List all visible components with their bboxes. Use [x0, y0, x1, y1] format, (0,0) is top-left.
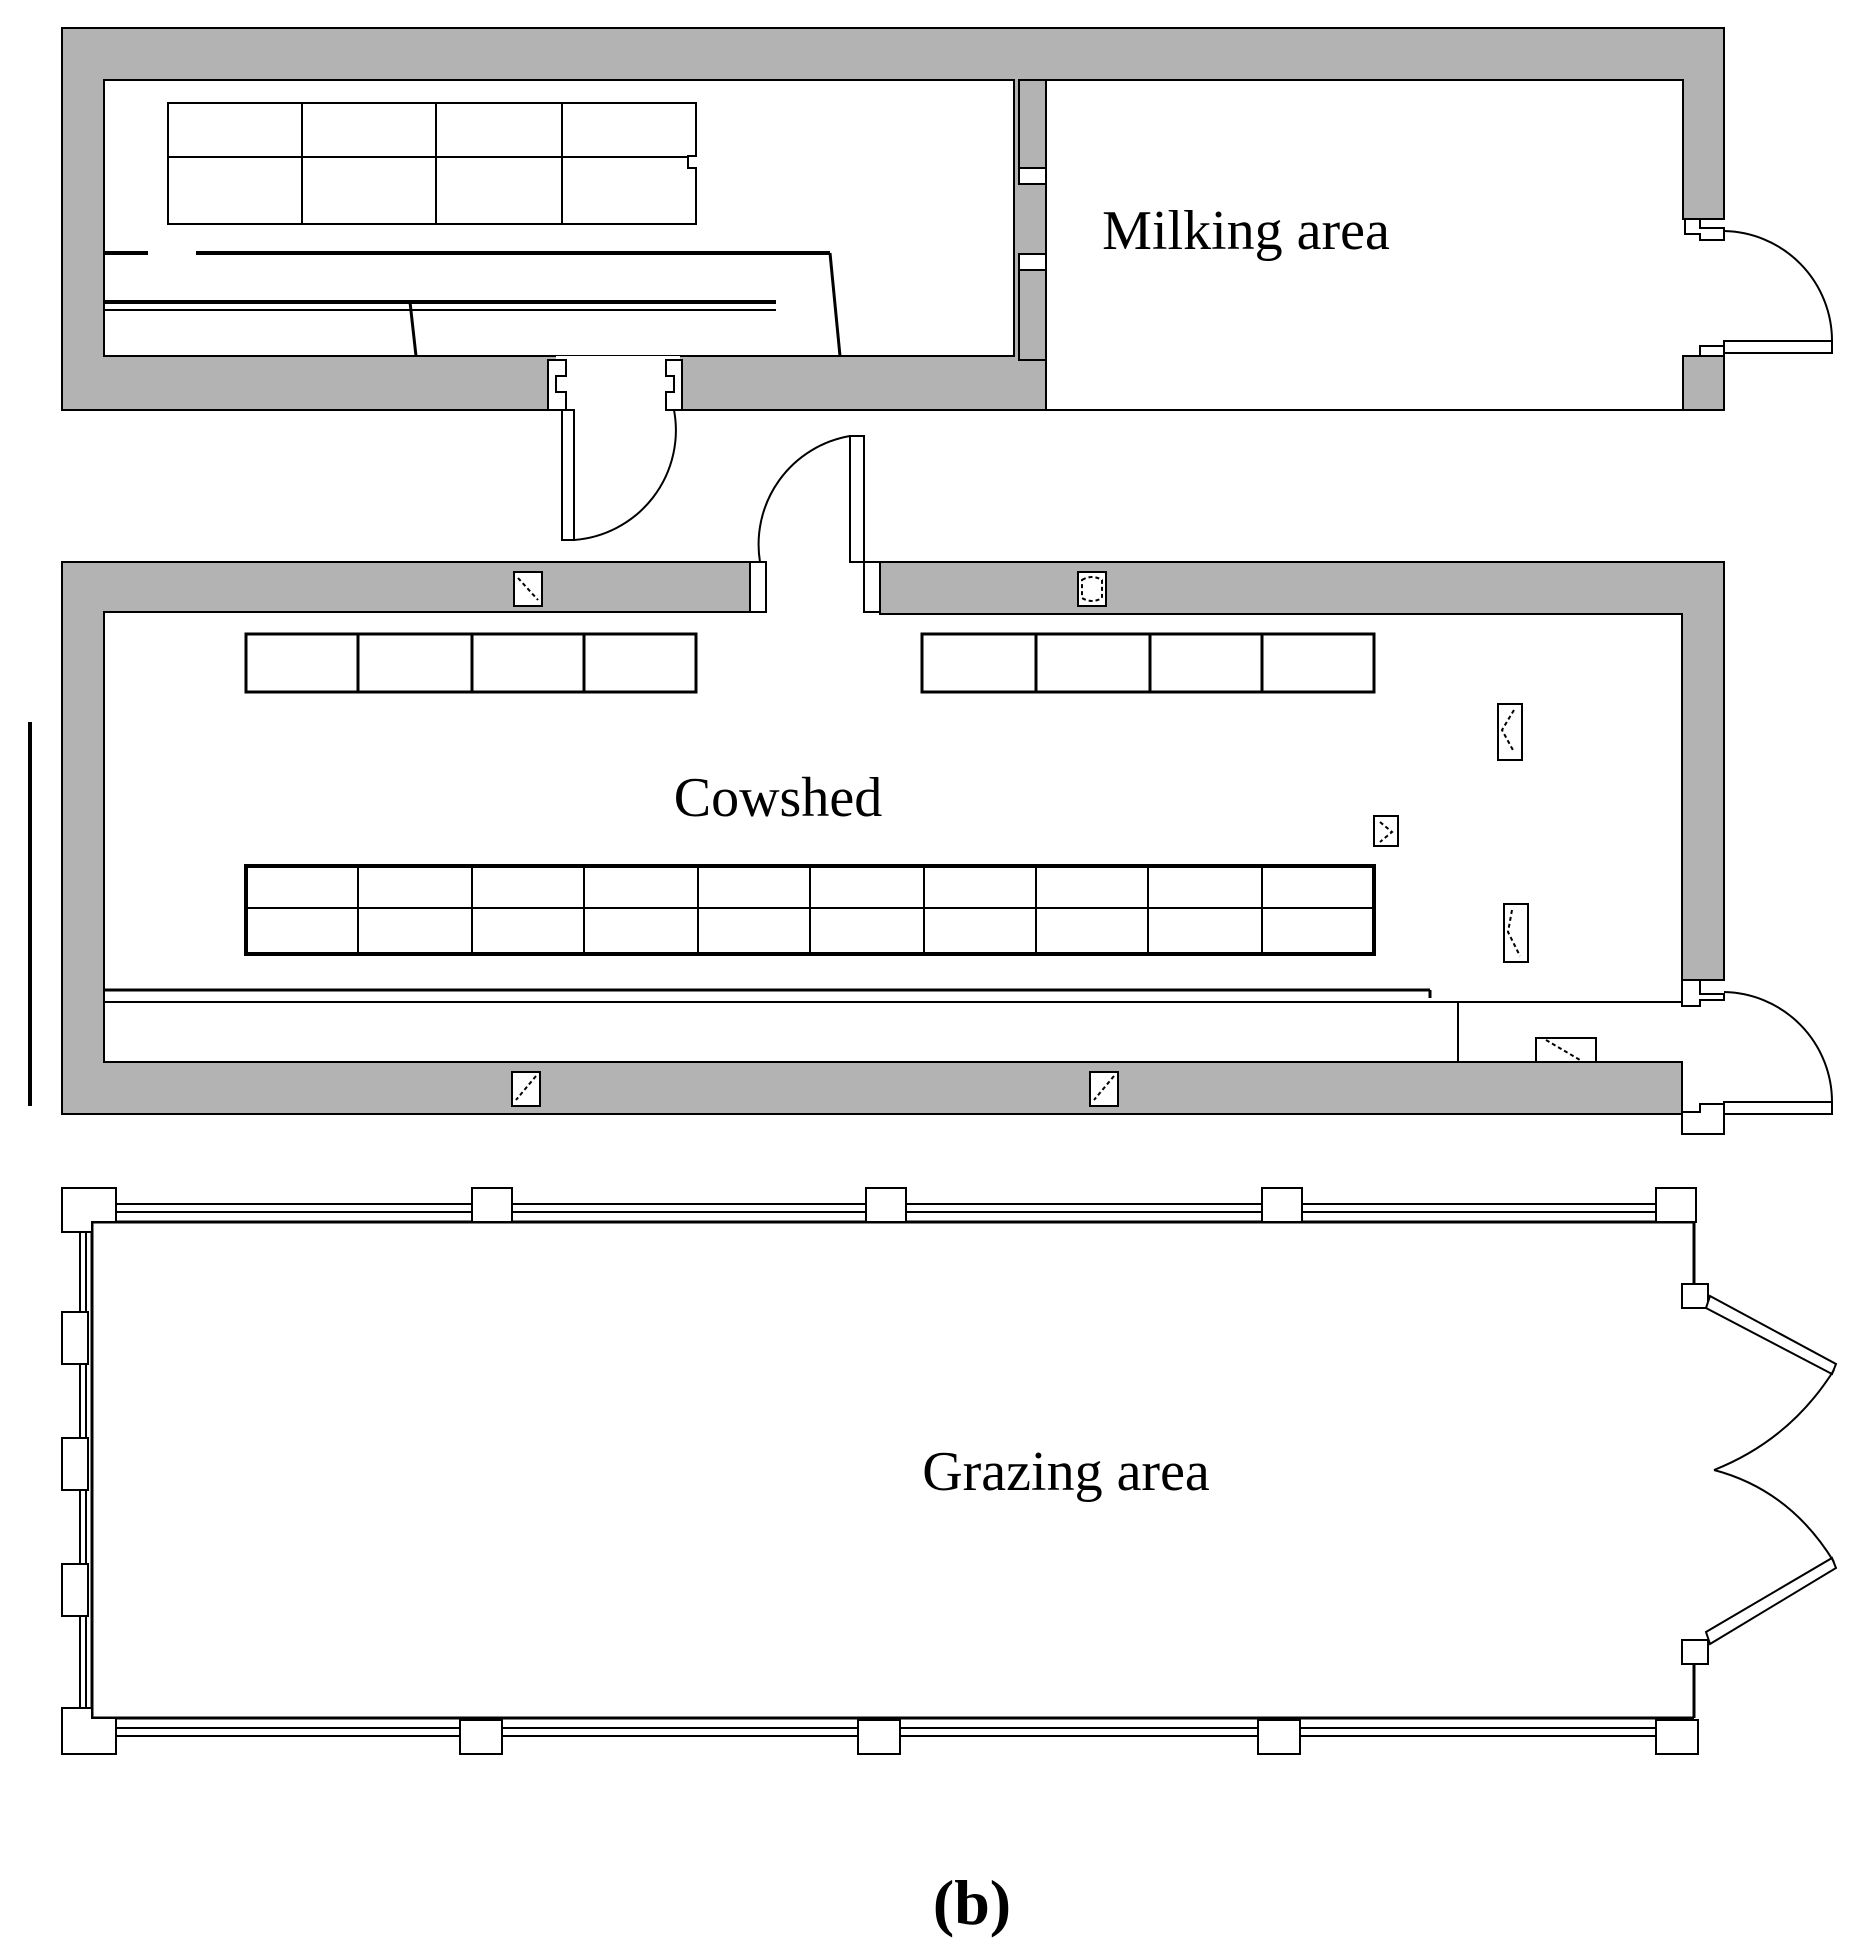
fence-post: [61, 1187, 117, 1233]
cowshed-fixtures: [511, 571, 1597, 1107]
fixture-icon: [1497, 703, 1523, 761]
grazing-area-label: Grazing area: [922, 1441, 1210, 1503]
fence-post: [61, 1563, 89, 1617]
fence-post: [471, 1187, 513, 1223]
milking-area-walls: [61, 27, 1725, 411]
cowshed-walls: [61, 561, 1725, 1115]
cowshed-top-door: [757, 435, 865, 563]
cowshed-top-feeders: [244, 632, 1376, 694]
cowshed-stall-grid: [244, 864, 1376, 956]
milking-right-door: [1723, 230, 1833, 354]
fixture-icon: [1373, 815, 1399, 847]
fence-post: [857, 1719, 901, 1755]
fence-post: [1261, 1187, 1303, 1223]
fence-post: [61, 1437, 89, 1491]
cowshed-building: Cowshed: [28, 435, 1833, 1135]
grazing-area: Grazing area: [61, 1187, 1838, 1755]
milking-door-gap: [556, 356, 680, 412]
cowshed-right-door: [1723, 991, 1833, 1115]
cowshed-corridor: [104, 988, 1682, 1062]
cowshed-door-jambs: [749, 561, 1725, 1135]
milking-partition-bottom: [1018, 269, 1047, 361]
grazing-fence: [79, 1203, 1696, 1737]
fence-post: [1681, 1639, 1709, 1665]
fence-post: [61, 1707, 117, 1755]
grazing-posts: [61, 1187, 1709, 1755]
milking-area-building: Milking area: [61, 27, 1833, 541]
milking-stall-grid: [167, 102, 697, 225]
fixture-icon: [1535, 1037, 1597, 1063]
fence-post: [459, 1719, 503, 1755]
milking-partition-top: [1018, 79, 1047, 169]
milking-bottom-door: [561, 409, 677, 541]
door-jambs: [547, 218, 1725, 411]
grazing-gate: [1704, 1294, 1838, 1646]
milking-railings: [104, 251, 842, 357]
fence-post: [61, 1311, 89, 1365]
fence-post: [865, 1187, 907, 1223]
cowshed-label: Cowshed: [674, 767, 882, 829]
milking-area-label: Milking area: [1102, 200, 1390, 262]
figure-caption: (b): [933, 1867, 1011, 1938]
fence-post: [1655, 1719, 1699, 1755]
fence-post: [1655, 1187, 1697, 1223]
fence-post: [1257, 1719, 1301, 1755]
partition-cap: [1018, 253, 1047, 271]
fence-post: [1681, 1283, 1709, 1309]
partition-cap: [1018, 167, 1047, 185]
